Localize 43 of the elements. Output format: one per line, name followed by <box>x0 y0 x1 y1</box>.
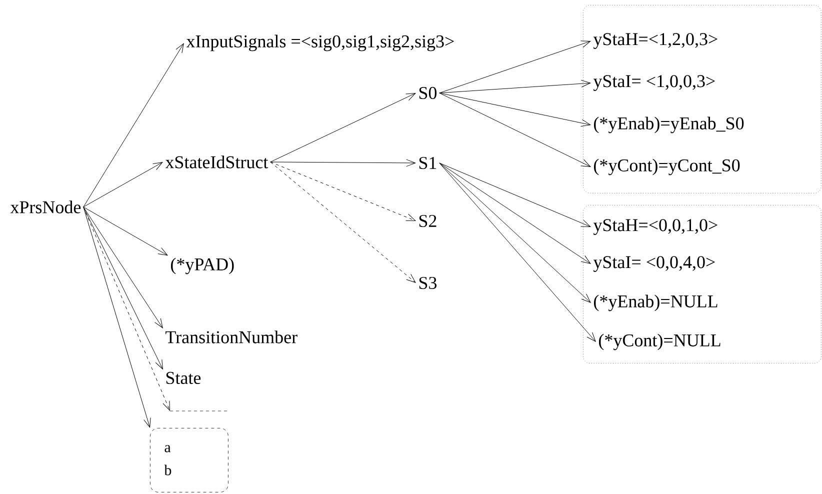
field-label: xPrsNode <box>10 200 81 214</box>
arrow <box>83 206 163 328</box>
field-label: yStaH=<1,2,0,3> <box>593 33 718 49</box>
field-label: yStaI= <1,0,0,3> <box>593 75 715 91</box>
arrow <box>439 92 591 167</box>
dashed-line <box>170 410 229 412</box>
group-box <box>583 4 822 194</box>
arrow <box>439 92 591 127</box>
field-label: xStateIdStruct <box>165 156 268 168</box>
field-label: S3 <box>419 276 436 290</box>
field-label: State <box>166 372 201 384</box>
field-label: yStaI= <0,0,4,0> <box>593 256 715 272</box>
arrow <box>83 206 163 370</box>
field-label: (*yEnab)=yEnab_S0 <box>594 116 744 134</box>
arrow <box>439 162 591 227</box>
arrow <box>439 162 596 342</box>
arrow <box>270 93 416 162</box>
arrow <box>439 162 591 303</box>
arrow <box>439 80 591 94</box>
arrow <box>439 40 591 94</box>
field-label: S2 <box>419 214 436 228</box>
field-label: xInputSignals =<sig0,sig1,sig2,sig3> <box>186 34 454 52</box>
arrow <box>270 162 416 221</box>
arrow <box>439 162 591 264</box>
arrow <box>83 162 163 208</box>
field-label: (*yPAD) <box>171 258 234 274</box>
arrow <box>83 43 184 208</box>
record-box <box>150 428 228 492</box>
field-label: S0 <box>419 86 437 100</box>
field-label: (*yEnab)=NULL <box>594 294 718 312</box>
field-label: (*yCont)=NULL <box>598 334 720 350</box>
field-label: (*yCont)=yCont_S0 <box>594 158 740 176</box>
field-label: TransitionNumber <box>166 330 298 344</box>
arrow <box>270 159 416 167</box>
arrow <box>83 206 170 411</box>
field-label: S1 <box>419 156 436 170</box>
arrow <box>83 206 151 428</box>
field-label: a <box>164 445 171 452</box>
arrow <box>83 206 168 256</box>
field-label: b <box>164 464 172 476</box>
field-label: yStaH=<0,0,1,0> <box>593 219 718 235</box>
group-box <box>583 205 822 364</box>
arrow <box>270 162 416 283</box>
